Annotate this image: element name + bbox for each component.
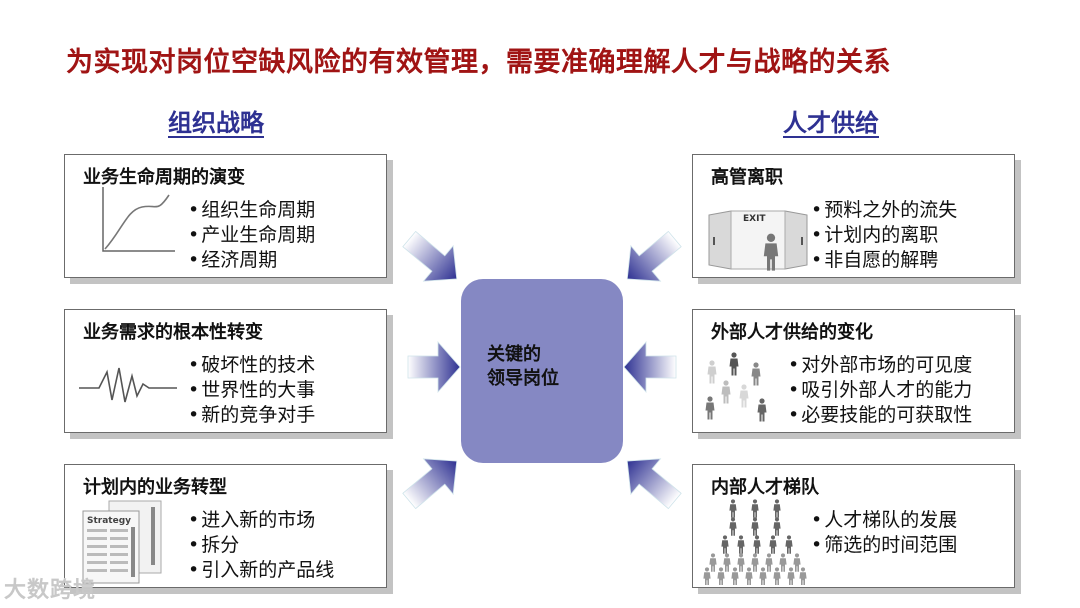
card-title: 高管离职 <box>711 167 783 188</box>
bullet-item: 非自愿的解聘 <box>811 248 957 273</box>
arrow-left-icon <box>407 340 461 394</box>
bullet-list: 进入新的市场 拆分 引入新的产品线 <box>188 508 334 583</box>
strategy-document-icon: Strategy <box>82 500 162 584</box>
spike-waveform-icon <box>79 367 177 403</box>
bullet-item: 对外部市场的可见度 <box>788 353 972 378</box>
people-pyramid-icon <box>703 499 807 585</box>
bullet-item: 人才梯队的发展 <box>811 508 957 533</box>
center-label: 关键的 领导岗位 <box>487 343 597 391</box>
bullet-item: 吸引外部人才的能力 <box>788 378 972 403</box>
watermark: 大数跨境 <box>4 578 97 603</box>
card-planned-transformation: 计划内的业务转型 Strategy 进入新的市场 拆分 引入新的产品线 <box>64 464 387 588</box>
arrow-top-left-icon <box>402 230 458 282</box>
bullet-item: 筛选的时间范围 <box>811 533 957 558</box>
card-internal-talent-pipeline: 内部人才梯队 <box>692 464 1015 588</box>
bullet-item: 预料之外的流失 <box>811 198 957 223</box>
bullet-item: 世界性的大事 <box>188 378 315 403</box>
bullet-item: 必要技能的可获取性 <box>788 403 972 428</box>
bullet-item: 拆分 <box>188 533 334 558</box>
bullet-list: 人才梯队的发展 筛选的时间范围 <box>811 508 957 558</box>
bullet-list: 破坏性的技术 世界性的大事 新的竞争对手 <box>188 353 315 428</box>
card-title: 外部人才供给的变化 <box>711 322 873 343</box>
scattered-people-icon <box>705 352 767 422</box>
arrow-right-icon <box>623 340 677 394</box>
center-key-leadership-positions: 关键的 领导岗位 <box>461 279 623 463</box>
page-title: 为实现对岗位空缺风险的有效管理，需要准确理解人才与战略的关系 <box>66 47 891 78</box>
card-title: 计划内的业务转型 <box>83 477 227 498</box>
svg-text:EXIT: EXIT <box>743 214 766 224</box>
bullet-list: 预料之外的流失 计划内的离职 非自愿的解聘 <box>811 198 957 273</box>
exit-door-icon: EXIT <box>708 210 808 271</box>
bullet-item: 进入新的市场 <box>188 508 334 533</box>
card-executive-departure: 高管离职 EXIT 预料之外的流失 计划内的离职 非自愿的解聘 <box>692 154 1015 278</box>
bullet-item: 经济周期 <box>188 248 315 273</box>
center-label-line2: 领导岗位 <box>487 368 559 389</box>
card-external-talent-supply: 外部人才供给的变化 对外部市场的可见度 吸引外部人才的能力 必要技能的可获取性 <box>692 309 1015 433</box>
arrow-top-right-icon <box>626 230 682 282</box>
bullet-item: 引入新的产品线 <box>188 558 334 583</box>
column-heading-talent-supply: 人才供给 <box>783 109 879 137</box>
card-title: 业务需求的根本性转变 <box>83 322 263 343</box>
bullet-item: 新的竞争对手 <box>188 403 315 428</box>
growth-curve-icon <box>102 187 175 252</box>
bullet-item: 组织生命周期 <box>188 198 315 223</box>
column-heading-org-strategy: 组织战略 <box>168 109 264 137</box>
svg-text:Strategy: Strategy <box>87 516 131 526</box>
card-business-lifecycle: 业务生命周期的演变 组织生命周期 产业生命周期 经济周期 <box>64 154 387 278</box>
bullet-list: 对外部市场的可见度 吸引外部人才的能力 必要技能的可获取性 <box>788 353 972 428</box>
bullet-list: 组织生命周期 产业生命周期 经济周期 <box>188 198 315 273</box>
bullet-item: 产业生命周期 <box>188 223 315 248</box>
center-label-line1: 关键的 <box>487 344 541 365</box>
card-business-demand-shift: 业务需求的根本性转变 破坏性的技术 世界性的大事 新的竞争对手 <box>64 309 387 433</box>
bullet-item: 破坏性的技术 <box>188 353 315 378</box>
bullet-item: 计划内的离职 <box>811 223 957 248</box>
card-title: 内部人才梯队 <box>711 477 819 498</box>
arrow-bottom-left-icon <box>402 458 458 510</box>
card-title: 业务生命周期的演变 <box>83 167 245 188</box>
arrow-bottom-right-icon <box>626 458 682 510</box>
